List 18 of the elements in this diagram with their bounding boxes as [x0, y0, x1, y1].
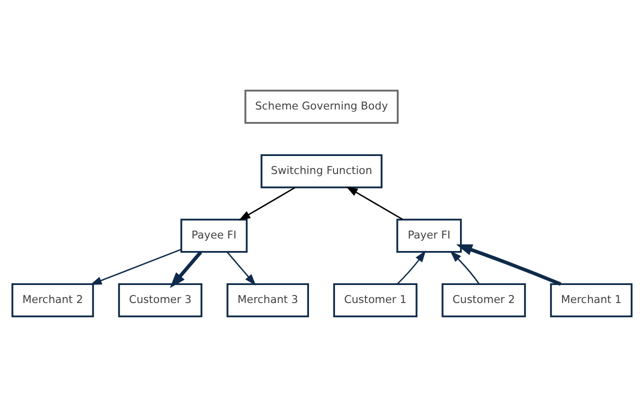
node-box: Customer 1	[333, 282, 418, 317]
node-box: Payee FI	[180, 218, 248, 252]
node-box: Customer 2	[442, 282, 526, 317]
arrow	[346, 186, 404, 220]
node-box: Payer FI	[396, 218, 462, 252]
arrow	[90, 248, 182, 284]
node-box: Scheme Governing Body	[244, 89, 399, 124]
node-box: Customer 3	[118, 282, 202, 317]
node-box: Merchant 1	[550, 282, 633, 317]
arrow	[170, 250, 202, 288]
arrow	[226, 251, 256, 286]
node-box: Merchant 3	[226, 282, 309, 317]
node-box: Merchant 2	[11, 282, 94, 317]
arrow	[396, 250, 426, 284]
arrow	[450, 250, 480, 284]
node-box: Switching Function	[260, 154, 382, 188]
arrow	[456, 244, 562, 286]
arrow	[238, 186, 296, 220]
